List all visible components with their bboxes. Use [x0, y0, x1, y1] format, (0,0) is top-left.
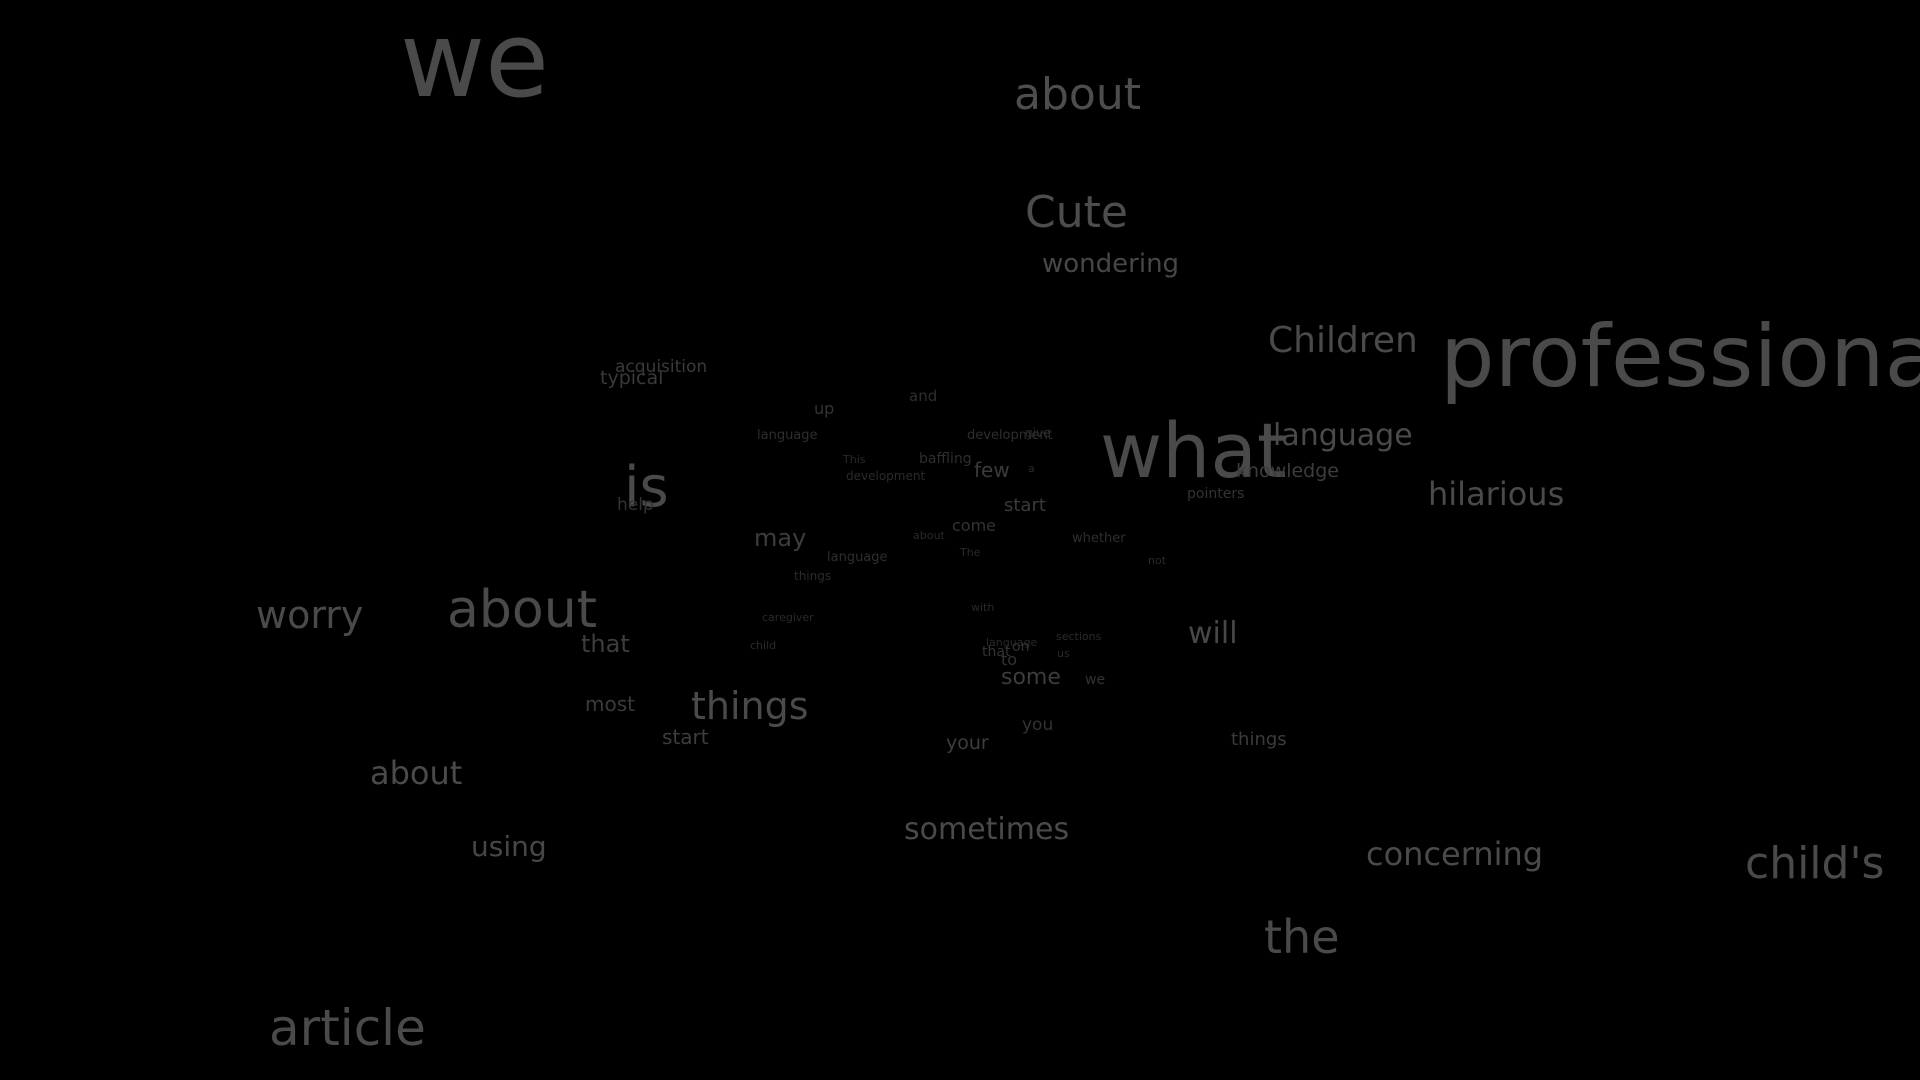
word-sections: sections [1056, 630, 1102, 643]
word-and: and [909, 387, 938, 405]
word-things-tiny: things [794, 569, 832, 583]
word-we: we [400, 0, 550, 121]
word-development: development [967, 428, 1053, 443]
word-that-small: that [982, 644, 1011, 660]
word-things: things [691, 684, 809, 728]
word-that: that [581, 630, 630, 658]
word-about-large: about [447, 580, 598, 640]
word-come: come [952, 516, 997, 535]
word-knowledge: knowledge [1236, 460, 1339, 482]
word-your: your [946, 732, 989, 754]
word-a: a [1028, 462, 1035, 475]
word-using: using [471, 830, 547, 863]
word-up: up [814, 399, 835, 418]
word-whether: whether [1072, 531, 1126, 546]
word-language-small: language [827, 550, 888, 565]
word-to: to [1001, 650, 1018, 669]
word-professional: professional [1440, 307, 1920, 407]
word-help: help [617, 495, 654, 515]
word-you: you [1022, 715, 1054, 735]
word-article: article [269, 999, 426, 1057]
word-about-tiny: about [913, 529, 945, 542]
word-cute: Cute [1025, 187, 1128, 238]
word-development-small: development [846, 469, 926, 483]
word-sometimes: sometimes [904, 812, 1070, 847]
word-children: Children [1268, 320, 1418, 361]
word-the-tiny: The [960, 546, 981, 559]
word-the: the [1264, 910, 1340, 964]
word-pointers: pointers [1187, 486, 1245, 502]
word-typical: typical [600, 367, 664, 389]
word-us: us [1057, 647, 1070, 660]
word-some: some [1001, 665, 1061, 690]
word-worry: worry [256, 593, 364, 637]
word-this: This [843, 453, 866, 466]
word-child: child [750, 639, 777, 652]
word-wondering: wondering [1042, 249, 1180, 279]
word-hilarious: hilarious [1428, 475, 1565, 513]
word-childs: child's [1745, 838, 1885, 889]
word-we-small: we [1085, 672, 1106, 688]
word-acquisition: acquisition [615, 357, 708, 377]
word-with: with [971, 601, 995, 614]
word-concerning: concerning [1366, 835, 1544, 873]
word-about-medium: about [370, 754, 463, 792]
word-caregiver: caregiver [762, 611, 814, 624]
word-language-large: language [1273, 418, 1413, 453]
word-give: give [1025, 426, 1051, 440]
word-may: may [754, 524, 807, 552]
word-on: on [1012, 639, 1030, 655]
word-language: language [757, 428, 818, 443]
word-things-small: things [1231, 729, 1287, 750]
word-few: few [974, 458, 1010, 482]
word-start-small: start [662, 725, 709, 749]
word-not: not [1148, 554, 1167, 567]
word-about: about [1014, 69, 1141, 120]
word-is: is [624, 455, 669, 520]
word-what: what [1100, 406, 1287, 495]
word-most: most [585, 692, 635, 716]
word-start: start [1004, 495, 1046, 516]
word-baffling: baffling [919, 451, 972, 467]
word-language-tiny: language [986, 636, 1038, 649]
word-will: will [1188, 616, 1238, 651]
